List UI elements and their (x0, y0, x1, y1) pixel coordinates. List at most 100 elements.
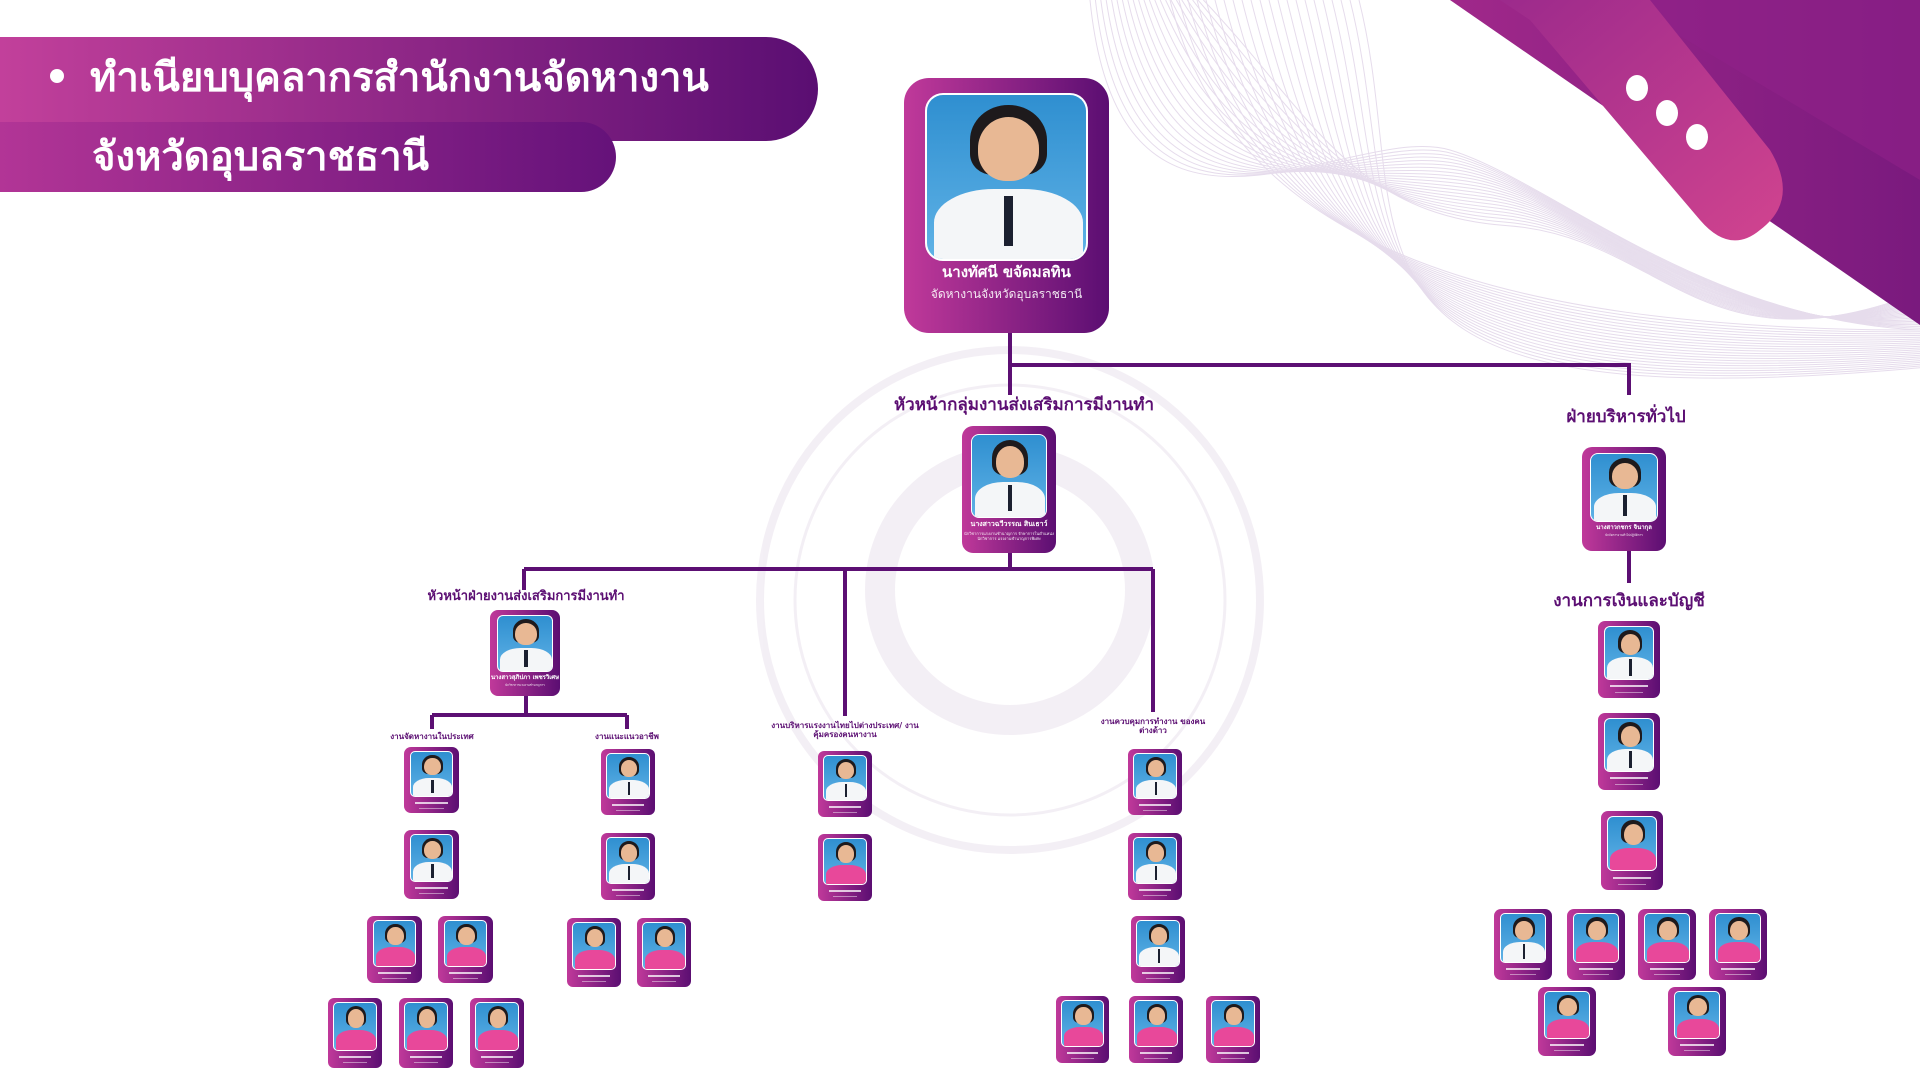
portrait-photo (410, 834, 453, 882)
position-text-line (453, 977, 478, 979)
label-domestic-employment: งานจัดหางานในประเทศ (390, 732, 474, 741)
position-text-line (1684, 1050, 1710, 1052)
domestic-card (404, 747, 459, 813)
portrait-photo (1211, 1000, 1255, 1047)
name-text-line (577, 974, 611, 977)
name-text-line (828, 805, 862, 808)
portrait-photo (497, 615, 553, 672)
unit-head-card: นางสาวสุภิปภา เพชรวิเศษนักวิชาการแรงงานช… (490, 610, 560, 696)
position-text-line (1618, 883, 1646, 885)
name-text-line (1549, 1043, 1585, 1046)
foreign-card (1206, 996, 1260, 1063)
portrait-photo (1134, 1000, 1178, 1047)
overseas-card (818, 751, 872, 817)
label-promotion-unit-head: หัวหน้าฝ่ายงานส่งเสริมการมีงานทำ (427, 589, 625, 604)
position-text-line (833, 811, 857, 813)
person-position: นักวิชาการแรงงานชำนาญการ (505, 683, 545, 687)
line-art-waves (1089, 0, 1920, 379)
position-text-line (1554, 1050, 1580, 1052)
label-promotion-group-head: หัวหน้ากลุ่มงานส่งเสริมการมีงานทำ (893, 395, 1155, 415)
finance-card (1598, 713, 1660, 790)
position-text-line (1615, 692, 1643, 694)
finance-card (1668, 987, 1726, 1056)
finance-card (1494, 909, 1552, 980)
guidance-card (637, 918, 691, 987)
position-text-line (414, 1062, 438, 1064)
domestic-card (438, 916, 493, 983)
position-text-line (652, 981, 676, 983)
name-text-line (409, 1055, 443, 1058)
position-text-line (1143, 809, 1167, 811)
foreign-card (1128, 749, 1182, 815)
page-title: ทำเนียบบุคลากรสำนักงานจัดหางาน (90, 55, 709, 101)
domestic-card (399, 998, 453, 1068)
finance-card (1709, 909, 1767, 980)
portrait-photo (373, 920, 416, 967)
portrait-photo (606, 837, 650, 884)
portrait-photo (823, 755, 867, 801)
portrait-photo (971, 434, 1047, 518)
position-text-line (1143, 894, 1167, 896)
portrait-photo (1715, 913, 1761, 963)
name-text-line (828, 889, 862, 892)
name-text-line (480, 1055, 514, 1058)
position-text-line (1146, 977, 1170, 979)
portrait-photo (1573, 913, 1619, 963)
person-name: นางสาวฉวีวรรณ สินเธาว์ (970, 520, 1048, 528)
position-text-line (582, 981, 606, 983)
name-text-line (1578, 967, 1614, 970)
position-text-line (833, 895, 857, 897)
guidance-card (567, 918, 621, 987)
overseas-card (818, 834, 872, 901)
foreign-card (1128, 833, 1182, 900)
foreign-card (1129, 996, 1183, 1063)
portrait-photo (475, 1002, 519, 1051)
guidance-card (601, 749, 655, 815)
portrait-photo (410, 751, 453, 797)
name-text-line (1216, 1051, 1250, 1054)
person-position: จัดหางานจังหวัดอุบลราชธานี (930, 287, 1083, 301)
name-text-line (611, 803, 645, 806)
position-text-line (419, 807, 444, 809)
person-position: นักวิชาการแรงงานชำนาญการ รักษาการในตำแหน… (964, 531, 1054, 541)
position-text-line (1654, 974, 1680, 976)
label-overseas-labour: งานบริหารแรงงานไทยไปต่างประเทศ/ งานคุ้มค… (771, 721, 919, 740)
portrait-photo (1604, 626, 1654, 680)
portrait-photo (1607, 816, 1657, 871)
position-text-line (485, 1062, 509, 1064)
portrait-photo (1133, 837, 1177, 884)
portrait-photo (333, 1002, 377, 1051)
domestic-card (367, 916, 422, 983)
position-text-line (1725, 974, 1751, 976)
portrait-photo (1590, 453, 1658, 522)
name-text-line (1141, 971, 1175, 974)
portrait-photo (1500, 913, 1546, 963)
name-text-line (415, 801, 448, 804)
portrait-photo (572, 922, 616, 970)
name-text-line (1138, 803, 1172, 806)
position-text-line (382, 977, 407, 979)
position-text-line (1221, 1057, 1245, 1059)
name-text-line (338, 1055, 372, 1058)
dots-icon (1626, 75, 1708, 150)
position-text-line (1510, 974, 1536, 976)
domestic-card (328, 998, 382, 1068)
domestic-card (470, 998, 524, 1068)
person-name: นางสาวสุภิปภา เพชรวิเศษ (490, 674, 560, 681)
portrait-photo (642, 922, 686, 970)
name-text-line (1139, 1051, 1173, 1054)
label-finance: งานการเงินและบัญชี (1553, 591, 1705, 611)
portrait-photo (925, 93, 1088, 261)
bullet-icon (50, 69, 64, 83)
title-banner-line2: จังหวัดอุบลราชธานี (0, 122, 616, 192)
portrait-photo (444, 920, 487, 967)
portrait-photo (1133, 753, 1177, 799)
finance-card (1538, 987, 1596, 1056)
position-text-line (419, 893, 444, 895)
portrait-photo (1604, 718, 1654, 772)
org-connectors (430, 333, 1631, 729)
name-text-line (1610, 685, 1648, 688)
domestic-card (404, 830, 459, 899)
finance-card (1601, 811, 1663, 890)
label-general-admin: ฝ่ายบริหารทั่วไป (1566, 407, 1686, 427)
